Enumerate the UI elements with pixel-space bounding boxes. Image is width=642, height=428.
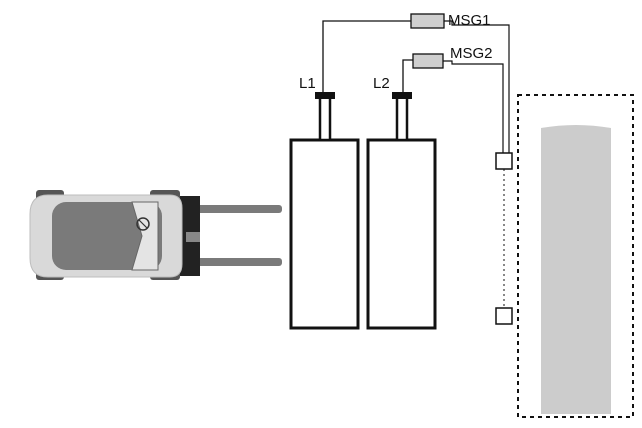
forklift-cab: [52, 202, 162, 270]
steering-wheel-icon: [136, 217, 150, 231]
reflector-icon-bottom: [495, 307, 513, 325]
reflector-icon-top: [495, 152, 513, 170]
wire-l1-msg1: [322, 20, 411, 92]
load-l2-cap: [392, 92, 412, 99]
label-l1: L1: [299, 75, 316, 92]
steering-spoke: [138, 219, 148, 229]
pallet-column: [541, 125, 611, 414]
load-l1-neck: [318, 94, 332, 142]
load-l2-neck: [395, 94, 409, 142]
load-l1-cap: [315, 92, 335, 99]
load-l1: [289, 92, 360, 330]
fork-lower: [196, 258, 282, 266]
label-msg2: MSG2: [450, 45, 493, 62]
fork-upper: [196, 205, 282, 213]
wire-msg2-reflector: [443, 60, 504, 153]
label-msg1: MSG1: [448, 12, 491, 29]
label-l2: L2: [373, 75, 390, 92]
message-sensor-icon-msg1: [410, 13, 445, 29]
wire-msg1-reflector: [444, 20, 510, 153]
load-l2-box: [366, 138, 437, 330]
wire-l2-msg2: [402, 59, 413, 92]
load-l2: [366, 92, 437, 330]
forklift-icon: [29, 190, 282, 280]
message-sensor-icon-msg2: [412, 53, 444, 69]
forklift-mast-detail: [186, 232, 200, 242]
rack-area-boundary: [517, 94, 634, 418]
load-l1-box: [289, 138, 360, 330]
